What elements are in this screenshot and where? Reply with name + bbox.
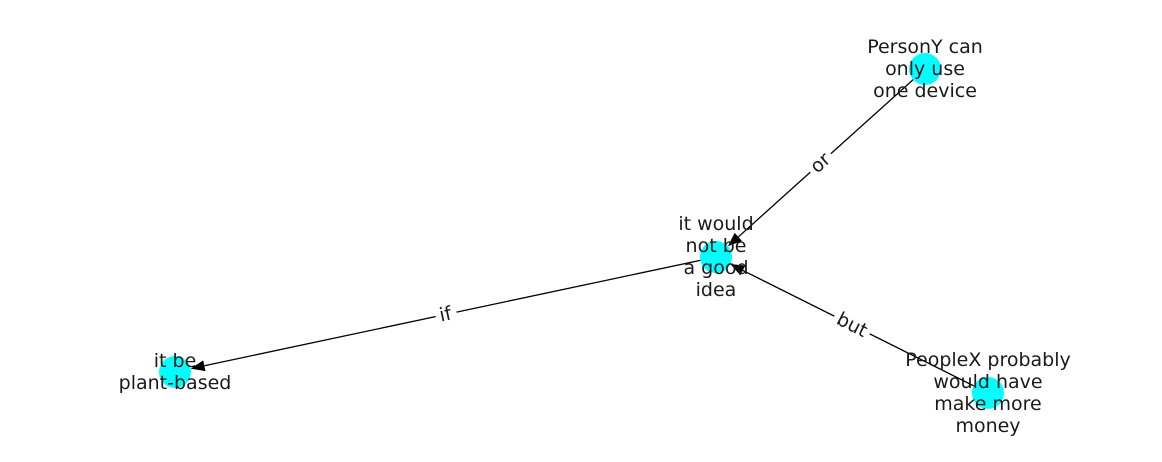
node-label-line: PeopleX probably (905, 349, 1071, 371)
node-label-line: make more (934, 393, 1041, 415)
edge-if-label-bg (433, 300, 460, 329)
node-label-line: plant-based (119, 372, 232, 394)
nodes-layer (159, 53, 1004, 409)
edge-or-label: or (806, 148, 835, 177)
node-label-line: would have (933, 371, 1042, 393)
node-label-line: PersonY can (867, 36, 983, 58)
arrowhead-icon (190, 360, 206, 372)
edge-if (190, 256, 717, 372)
edges-layer (190, 68, 989, 394)
arrowhead-icon (727, 232, 742, 247)
edge-or (727, 68, 926, 247)
node-label-line: only use (885, 58, 965, 80)
node-label-line: money (955, 415, 1020, 437)
edge-but-label-bg (828, 305, 876, 345)
node-label-line: idea (696, 279, 737, 301)
edge-or-label-group: or (802, 144, 839, 182)
node-plant (159, 356, 191, 388)
node-persony (909, 53, 941, 85)
node-label-line: a good (683, 257, 748, 279)
arrowhead-icon (730, 264, 746, 276)
node-label-line: not be (686, 235, 747, 257)
edge-or-line (737, 68, 926, 238)
node-peoplex (972, 377, 1004, 409)
node-center (700, 241, 732, 273)
edge-but-label-group: but (828, 305, 876, 345)
edge-or-label-bg (802, 144, 839, 182)
node-label-line: it be (154, 350, 197, 372)
edge-if-label-group: if (433, 300, 460, 329)
edge-if-line (204, 256, 717, 367)
node-label-line: one device (873, 80, 977, 102)
node-label-line: it would (678, 213, 753, 235)
